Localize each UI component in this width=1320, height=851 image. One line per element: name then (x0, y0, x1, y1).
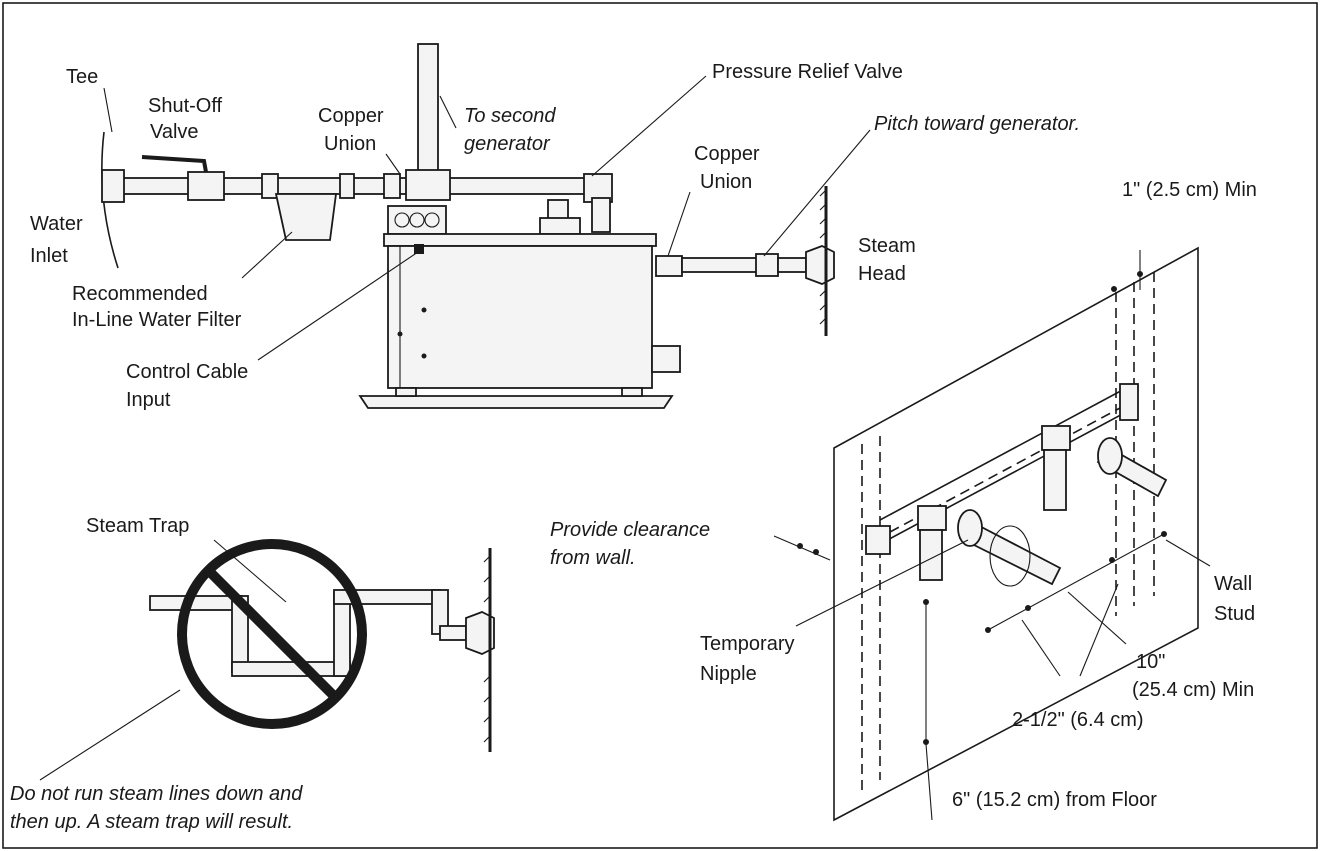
label-control-cable-2: Input (126, 389, 171, 411)
label-clearance: Provide clearance (550, 519, 710, 541)
shutoff-valve (187, 171, 225, 201)
label-wall-stud: Wall (1214, 573, 1252, 595)
steam-head (805, 245, 835, 285)
label-pitch: Pitch toward generator. (874, 113, 1080, 135)
label-min-10in: 10" (1136, 651, 1165, 673)
label-pressure-relief: Pressure Relief Valve (712, 61, 903, 83)
drip-pan (358, 395, 674, 409)
riser-pipe (417, 43, 439, 183)
label-steam-head-2: Head (858, 263, 906, 285)
label-tee: Tee (66, 66, 98, 88)
label-steam-trap: Steam Trap (86, 515, 189, 537)
label-second-generator: To second (464, 105, 556, 127)
control-cable-input (414, 244, 424, 254)
pressure-relief-valve (591, 197, 611, 233)
top-leader-lines (103, 75, 871, 361)
label-warning-2: then up. A steam trap will result. (10, 811, 293, 833)
steam-trap-illustration (39, 539, 495, 781)
steam-head-small (465, 611, 495, 655)
label-copper-union-b-2: Union (700, 171, 752, 193)
drain-valve (651, 345, 681, 373)
water-filter (274, 193, 338, 241)
label-filter: Recommended (72, 283, 208, 305)
steam-pipe (681, 257, 759, 273)
label-shutoff-valve: Shut-Off (148, 95, 223, 117)
valve-handle (141, 155, 208, 173)
label-copper-union-2: Union (324, 133, 376, 155)
steam-generator (387, 245, 653, 389)
label-water-inlet-2: Inlet (30, 245, 68, 267)
label-control-cable: Control Cable (126, 361, 248, 383)
label-copper-union: Copper (318, 105, 384, 127)
label-second-generator-2: generator (464, 133, 551, 155)
label-copper-union-b: Copper (694, 143, 760, 165)
prohibition-icon (177, 539, 367, 729)
label-temporary-nipple-2: Nipple (700, 663, 757, 685)
label-water-inlet: Water (30, 213, 83, 235)
label-min-10in-2: (25.4 cm) Min (1132, 679, 1254, 701)
copper-union-2 (755, 253, 779, 277)
label-from-floor: 6" (15.2 cm) from Floor (952, 789, 1157, 811)
label-shutoff-valve-2: Valve (150, 121, 199, 143)
label-clearance-2: from wall. (550, 547, 636, 569)
generator-assembly (101, 43, 835, 409)
label-spacing: 2-1/2" (6.4 cm) (1012, 709, 1144, 731)
label-warning: Do not run steam lines down and (10, 783, 303, 805)
label-steam-head: Steam (858, 235, 916, 257)
wall-panel (833, 246, 1199, 822)
wall-rough-in (773, 246, 1211, 822)
label-min-1in: 1" (2.5 cm) Min (1122, 179, 1257, 201)
label-temporary-nipple: Temporary (700, 633, 794, 655)
label-wall-stud-2: Stud (1214, 603, 1255, 625)
copper-union-1 (383, 173, 401, 199)
label-filter-2: In-Line Water Filter (72, 309, 242, 331)
junction-box (387, 205, 447, 235)
